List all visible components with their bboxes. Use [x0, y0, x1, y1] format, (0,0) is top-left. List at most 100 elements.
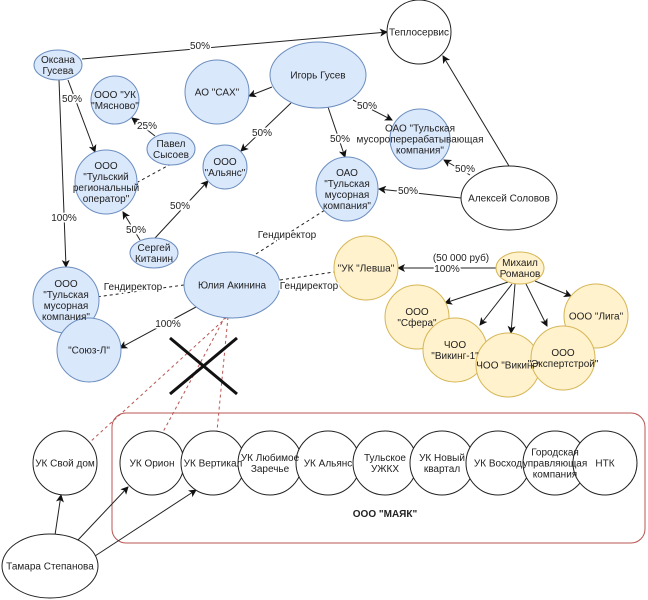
- node-tmpk-text: ОАО "Тульскаямусороперерабатывающаякомпа…: [357, 124, 484, 157]
- edge-label-amount: (50 000 руб): [433, 252, 489, 264]
- group-maiak-container[interactable]: [111, 412, 646, 544]
- node-alyans[interactable]: [202, 144, 248, 190]
- edge-aleksey-to-oao_tmk: [378, 185, 462, 199]
- edge-label: 50%: [330, 134, 350, 145]
- node-tmpk[interactable]: [389, 108, 451, 170]
- node-igor[interactable]: [269, 41, 367, 109]
- node-svoidom[interactable]: [32, 430, 98, 496]
- node-aleksey-text: Алексей Соловов: [468, 194, 550, 205]
- node-sah[interactable]: [184, 59, 250, 125]
- edge-yulia-to-levsha: [279, 271, 335, 281]
- node-label: Тульское: [364, 453, 406, 464]
- node-label: Городская: [531, 448, 579, 459]
- edge-sergey-to-alyans: [154, 180, 209, 239]
- edge-label: 50%: [252, 128, 272, 139]
- node-label: "Сфера": [397, 317, 437, 329]
- edge-yulia-to-ooo_tmk: [95, 284, 185, 298]
- node-ntk-text: НТК: [595, 459, 614, 470]
- edge-mikhail-to-viking1: [479, 283, 513, 326]
- node-voskhod-text: УК Восход: [474, 459, 522, 470]
- edge-mikhail-to-viking: [507, 283, 516, 334]
- node-liga-text: ООО "Лига": [569, 312, 624, 323]
- node-oksana[interactable]: [33, 49, 83, 81]
- edge-igor-to-sah: [248, 86, 273, 98]
- node-label: ЧОО "Викинг": [476, 361, 540, 372]
- node-label: ООО: [94, 161, 118, 172]
- node-label: Заречье: [251, 464, 290, 475]
- node-tamara-text: Тамара Степанова: [6, 562, 94, 573]
- node-label: компания": [42, 312, 90, 323]
- edge-sergey-to-regop: [122, 211, 141, 241]
- node-tamara[interactable]: [1, 533, 99, 599]
- node-label: "УК "Левша": [338, 264, 395, 275]
- node-label: Юлия Акинина: [198, 281, 267, 292]
- cross-mark-icon: [169, 336, 238, 396]
- node-myasnovo[interactable]: [90, 75, 140, 125]
- node-label: ЧОО: [444, 340, 466, 351]
- edge-oksana-to-teplo: [81, 28, 388, 60]
- edge-label: 50%: [190, 41, 210, 52]
- node-label: УК Восход: [474, 459, 522, 470]
- edge-yulia-to-vertikal: [216, 316, 229, 432]
- node-pavel[interactable]: [146, 132, 196, 166]
- node-vertikal-text: УК Вертикал: [184, 459, 243, 470]
- node-label: АО "САХ": [195, 88, 240, 99]
- node-levsha[interactable]: [333, 235, 399, 301]
- edge-yulia-to-orion: [162, 316, 226, 433]
- node-label: ООО: [405, 307, 429, 318]
- node-label: ООО: [551, 348, 575, 359]
- node-label: Сысоев: [153, 150, 189, 161]
- node-oao_tmk[interactable]: [315, 156, 379, 222]
- node-aleksey[interactable]: [460, 165, 558, 231]
- node-label: УК Орион: [130, 459, 175, 470]
- edge-pavel-to-myasnovo: [131, 117, 156, 137]
- node-label: Игорь Гусев: [290, 71, 345, 82]
- node-label: УК Альянс: [304, 459, 353, 470]
- node-label: ООО: [54, 279, 78, 290]
- node-label: Гусева: [43, 66, 74, 77]
- group-maiak-label: ООО "МАЯК": [353, 509, 418, 520]
- node-label: Алексей Соловов: [468, 194, 550, 205]
- edge-label: 100%: [155, 319, 181, 330]
- edge-oksana-to-regop: [67, 79, 97, 153]
- edge-pavel-to-regop: [137, 163, 172, 183]
- node-sah-text: АО "САХ": [195, 88, 240, 99]
- edge-label: 100%: [434, 264, 460, 275]
- node-label: НТК: [595, 459, 614, 470]
- node-label: Тамара Степанова: [6, 562, 94, 573]
- node-label: региональный: [73, 183, 139, 194]
- node-levsha-text: "УК "Левша": [338, 264, 395, 275]
- node-label: Михаил: [502, 258, 538, 269]
- node-expert[interactable]: [530, 325, 596, 391]
- edge-label: Гендиректор: [104, 282, 163, 293]
- edge-yulia-to-svoidom: [89, 316, 228, 443]
- edge-igor-to-tmpk: [352, 99, 393, 121]
- node-label: "Альянс": [205, 168, 246, 179]
- edge-label: 50%: [126, 225, 146, 236]
- node-yulia[interactable]: [183, 251, 281, 319]
- edge-igor-to-oao_tmk: [327, 106, 347, 158]
- node-ntk[interactable]: [572, 430, 638, 496]
- edge-oksana-to-ooo_tmk: [58, 79, 70, 268]
- node-soyuz[interactable]: [56, 317, 122, 383]
- node-label: Теплосервис: [389, 28, 449, 39]
- edge-tamara-to-vertikal: [94, 489, 197, 557]
- node-label: ОАО "Тульская: [385, 124, 455, 135]
- node-sergey[interactable]: [129, 237, 179, 269]
- node-label: оператор": [83, 194, 130, 205]
- edge-aleksey-to-tmpk: [443, 159, 471, 176]
- node-label: ОАО: [336, 168, 358, 179]
- node-mikhail[interactable]: [495, 251, 545, 285]
- node-label: квартал: [424, 464, 461, 475]
- node-teplo[interactable]: [386, 0, 452, 65]
- node-label: компания": [396, 146, 444, 157]
- node-regop[interactable]: [74, 149, 138, 215]
- node-yulia-text: Юлия Акинина: [198, 281, 267, 292]
